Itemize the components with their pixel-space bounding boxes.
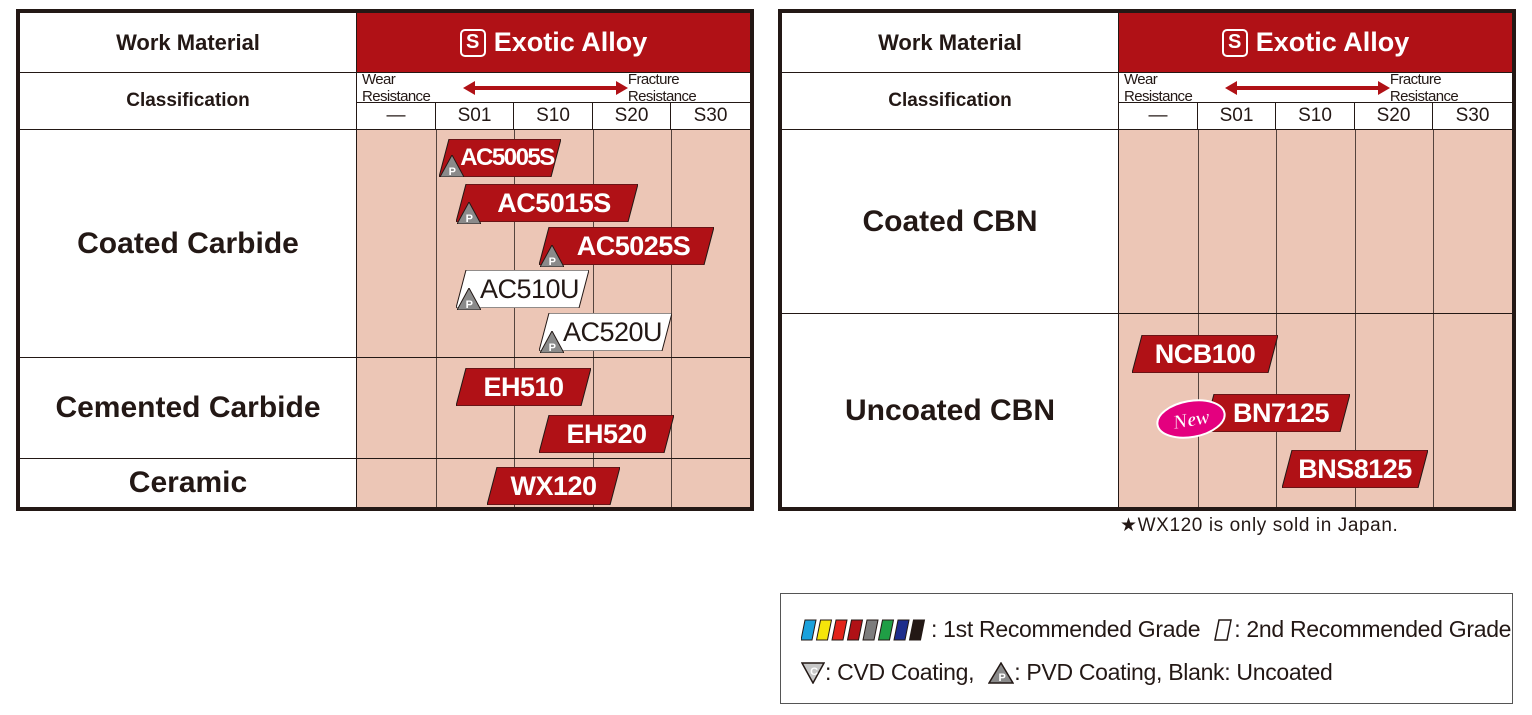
left-grade-table: Work Material S Exotic Alloy Classificat… — [16, 9, 754, 511]
grade-label: AC5025S — [576, 230, 691, 261]
color-swatch — [815, 619, 833, 640]
pvd-label: : PVD Coating, Blank: Uncoated — [1014, 659, 1333, 685]
class-col-s10: S10 — [514, 103, 593, 130]
svg-text:P: P — [449, 166, 456, 177]
s-badge-icon: S — [459, 28, 486, 57]
grade-label: NCB100 — [1154, 338, 1256, 369]
grade-ac5005s[interactable]: AC5005S P — [439, 139, 561, 177]
color-swatch — [908, 619, 926, 640]
grade-eh510[interactable]: EH510 — [456, 368, 591, 406]
grade-eh520[interactable]: EH520 — [539, 415, 674, 453]
grade-bns8125[interactable]: BNS8125 — [1282, 450, 1428, 488]
fracture-resistance-label: Fracture Resistance — [1389, 70, 1459, 105]
legend-grade-line: : 1st Recommended Grade : 2nd Recommende… — [801, 616, 1511, 643]
class-col-s20: S20 — [1355, 103, 1433, 130]
fracture-resistance-label: Fracture Resistance — [627, 70, 697, 105]
wear-resistance-label: Wear Resistance — [1124, 70, 1193, 105]
grade-label: BN7125 — [1232, 397, 1330, 428]
classification-header: Classification — [20, 73, 357, 130]
color-swatch — [893, 619, 910, 640]
double-arrow-icon — [462, 80, 628, 95]
row-coated-carbide: Coated Carbide — [20, 130, 357, 357]
svg-text:C: C — [810, 666, 818, 678]
grade-label: EH520 — [566, 418, 647, 449]
resistance-scale: Wear Resistance Fracture Resistance — [357, 70, 750, 105]
row-ceramic: Ceramic — [20, 459, 357, 507]
grade-label: AC5015S — [497, 187, 611, 218]
work-material-header: Work Material — [782, 13, 1119, 73]
grade-label: AC5005S — [460, 144, 555, 171]
classification-header: Classification — [782, 73, 1119, 130]
svg-text:P: P — [549, 342, 556, 353]
class-col-s30: S30 — [1433, 103, 1512, 130]
grade-ncb100[interactable]: NCB100 — [1132, 335, 1278, 373]
new-badge-icon: New — [1156, 399, 1226, 439]
footnote: ★WX120 is only sold in Japan. — [1120, 515, 1399, 536]
color-swatch — [846, 619, 864, 640]
row-divider — [20, 357, 750, 358]
first-grade-label: : 1st Recommended Grade — [931, 616, 1201, 642]
row-cemented-carbide: Cemented Carbide — [20, 358, 357, 458]
svg-text:P: P — [466, 299, 473, 310]
row-divider — [20, 458, 750, 459]
grade-ac520u[interactable]: AC520U P — [539, 313, 672, 353]
pvd-coating-icon: P — [457, 202, 481, 224]
pvd-coating-icon: P — [540, 245, 564, 267]
class-col-s01: S01 — [436, 103, 514, 130]
grade-label: AC510U — [479, 273, 580, 304]
grade-label: WX120 — [510, 470, 597, 501]
double-arrow-icon — [1224, 80, 1390, 95]
svg-text:P: P — [999, 672, 1006, 684]
svg-text:P: P — [549, 256, 556, 267]
color-swatch — [831, 619, 848, 640]
color-swatch — [862, 619, 879, 640]
row-coated-cbn: Coated CBN — [782, 130, 1119, 313]
exotic-alloy-label: Exotic Alloy — [493, 27, 648, 57]
pvd-coating-icon: P — [988, 661, 1015, 684]
svg-text:P: P — [466, 213, 473, 224]
row-uncoated-cbn: Uncoated CBN — [782, 314, 1119, 507]
class-col-dash: — — [357, 103, 436, 130]
color-swatch — [801, 619, 817, 640]
work-material-header: Work Material — [20, 13, 357, 73]
color-swatch — [877, 619, 895, 640]
legend-box: : 1st Recommended Grade : 2nd Recommende… — [780, 593, 1513, 704]
grade-ac5025s[interactable]: AC5025S P — [539, 227, 714, 267]
class-col-s10: S10 — [1276, 103, 1355, 130]
legend-coating-line: C : CVD Coating, P : PVD Coating, Blank:… — [801, 659, 1333, 686]
grade-grid — [1119, 130, 1512, 507]
outline-swatch-icon — [1214, 618, 1233, 641]
resistance-scale: Wear Resistance Fracture Resistance — [1119, 70, 1512, 105]
class-col-s01: S01 — [1198, 103, 1276, 130]
exotic-alloy-header: S Exotic Alloy — [1119, 13, 1512, 73]
grade-label: BNS8125 — [1298, 453, 1412, 484]
svg-text:New: New — [1170, 406, 1212, 434]
class-col-dash: — — [1119, 103, 1198, 130]
class-col-s30: S30 — [671, 103, 750, 130]
pvd-coating-icon: P — [540, 331, 564, 353]
exotic-alloy-label: Exotic Alloy — [1255, 27, 1410, 57]
color-swatches-icon — [801, 619, 926, 640]
right-grade-table: Work Material S Exotic Alloy Classificat… — [778, 9, 1516, 511]
pvd-coating-icon: P — [457, 288, 481, 310]
grade-label: EH510 — [483, 371, 564, 402]
grade-label: AC520U — [562, 316, 663, 347]
grade-ac5015s[interactable]: AC5015S P — [456, 184, 638, 224]
pvd-coating-icon: P — [440, 155, 464, 177]
row-divider — [782, 313, 1512, 314]
cvd-label: : CVD Coating, — [825, 659, 975, 685]
class-col-s20: S20 — [593, 103, 671, 130]
grade-wx120[interactable]: WX120 — [487, 467, 620, 505]
second-grade-label: : 2nd Recommended Grade — [1234, 616, 1512, 642]
exotic-alloy-header: S Exotic Alloy — [357, 13, 750, 73]
s-badge-icon: S — [1221, 28, 1248, 57]
wear-resistance-label: Wear Resistance — [362, 70, 431, 105]
grade-ac510u[interactable]: AC510U P — [456, 270, 589, 310]
cvd-coating-icon: C — [801, 661, 825, 684]
